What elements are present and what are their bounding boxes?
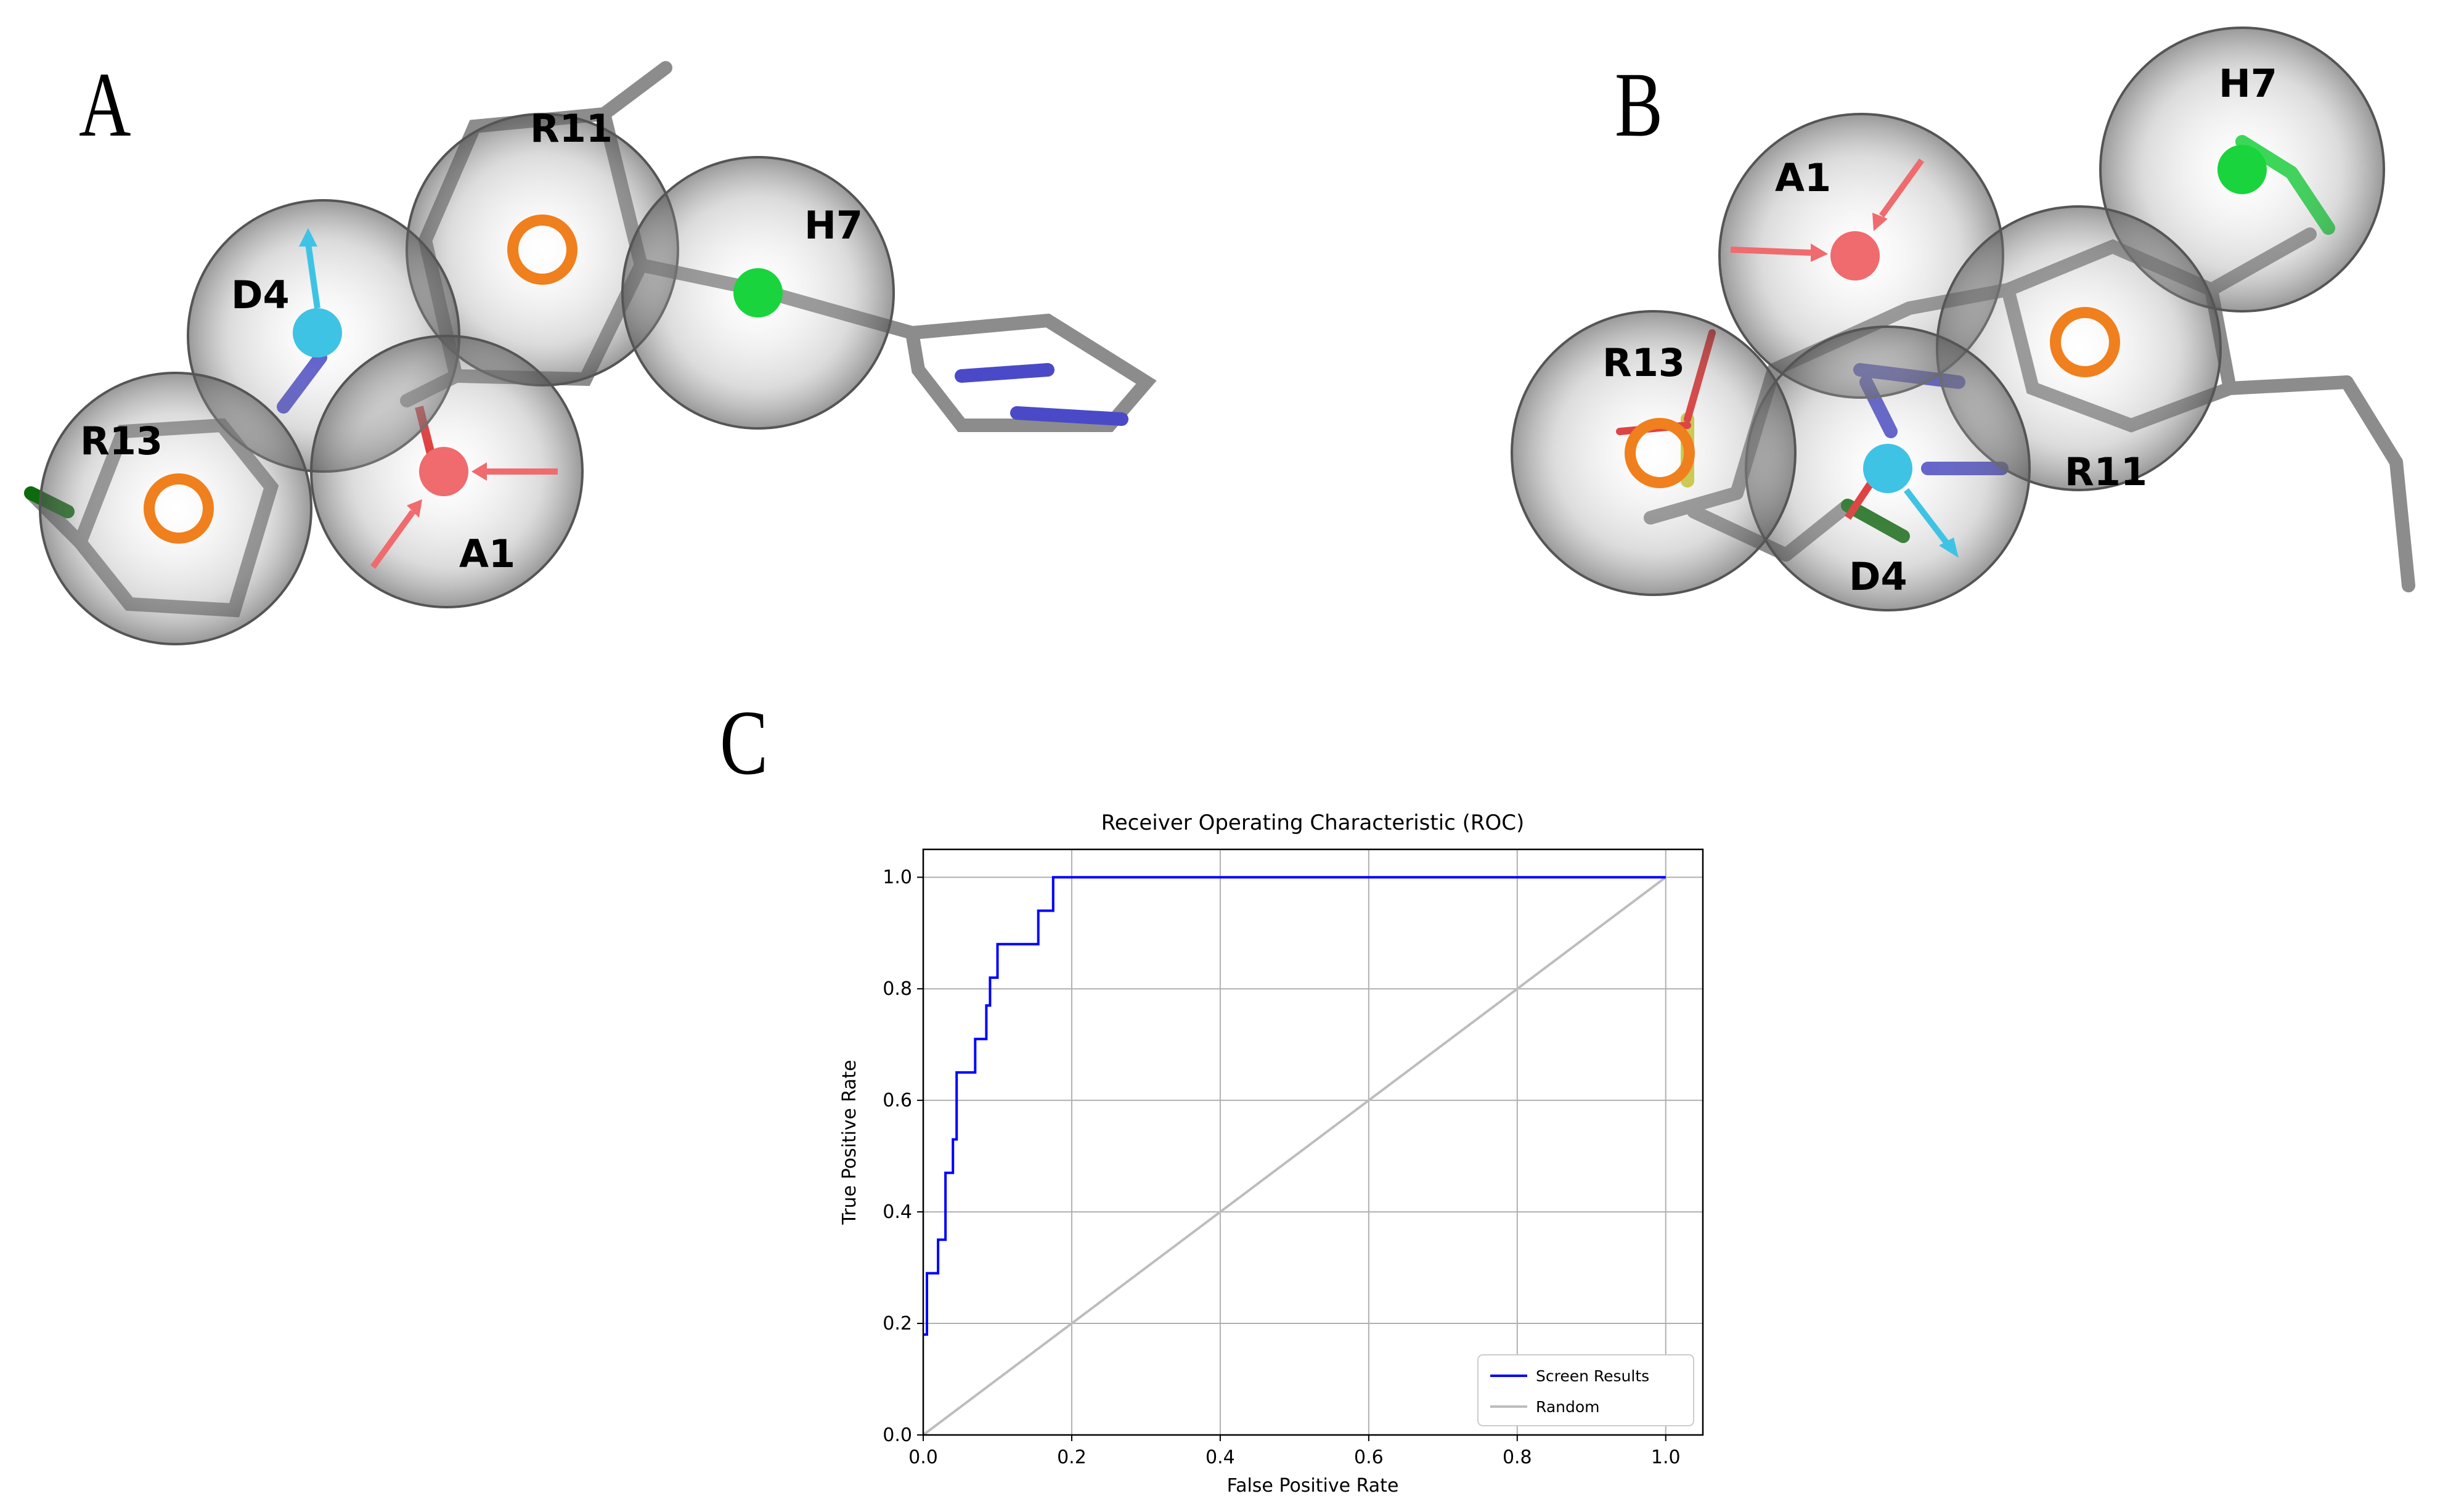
- acceptor-vector-2-b: [1879, 158, 1925, 218]
- pharmacophore-model-a: [24, 61, 1157, 645]
- panel-letter-b: B: [1615, 54, 1663, 156]
- label-d4-a: D4: [231, 272, 290, 317]
- acceptor-vector-2-a: [370, 510, 416, 569]
- donor-feature-d4-b: [1863, 444, 1912, 493]
- sphere-r13-b: [1511, 310, 1797, 596]
- label-r13-a: R13: [80, 419, 163, 464]
- label-a1-a: A1: [459, 531, 516, 576]
- ring-feature-r11-a: [507, 215, 577, 285]
- x-tick-label: 0.2: [1057, 1447, 1087, 1468]
- legend: Screen Results Random: [1477, 1354, 1694, 1426]
- y-axis-label: True Positive Rate: [839, 1060, 860, 1225]
- donor-feature-d4-a: [293, 308, 342, 358]
- tick-layer: 0.0 0.2 0.4 0.6 0.8 1.0 0.0 0.2 0.4 0.6 0.8 1.0: [883, 867, 1680, 1468]
- donor-arrow-head-b: [1939, 537, 1959, 558]
- ring-feature-r13-b: [1625, 418, 1695, 488]
- panel-letter-c: C: [720, 692, 769, 794]
- ring-feature-r11-b: [2050, 307, 2120, 377]
- label-r11-b: R11: [2065, 449, 2148, 494]
- ring-feature-r13-a: [144, 473, 214, 544]
- label-a1-b: A1: [1775, 155, 1832, 200]
- y-tick-label: 0.0: [883, 1424, 912, 1446]
- y-tick-label: 0.4: [883, 1201, 912, 1223]
- x-tick-label: 0.8: [1503, 1447, 1532, 1468]
- y-tick-label: 0.6: [883, 1090, 912, 1111]
- roc-chart: Receiver Operating Characteristic (ROC) …: [839, 811, 1704, 1497]
- acceptor-arrow-head-1-a: [471, 462, 487, 481]
- y-tick-label: 0.8: [883, 978, 912, 1000]
- hydrophobe-feature-h7-b: [2217, 145, 2267, 194]
- y-tick-label: 1.0: [883, 867, 912, 888]
- plot-frame: [922, 848, 1704, 1436]
- x-axis-label: False Positive Rate: [1227, 1475, 1399, 1497]
- sphere-r13-a: [39, 372, 312, 645]
- acceptor-vector-1-b: [1730, 247, 1811, 256]
- label-r11-a: R11: [530, 106, 613, 151]
- legend-label-screen-results: Screen Results: [1536, 1367, 1649, 1385]
- acceptor-feature-a1-a: [419, 447, 468, 496]
- legend-label-random: Random: [1536, 1398, 1600, 1416]
- label-d4-b: D4: [1849, 554, 1907, 599]
- acceptor-arrow-head-1-b: [1811, 243, 1828, 262]
- hydrophobe-feature-h7-a: [733, 268, 783, 317]
- series-layer: [922, 876, 1667, 1436]
- acceptor-arrow-head-2-a: [407, 499, 422, 518]
- legend-box: [1477, 1354, 1694, 1426]
- acceptor-feature-a1-b: [1830, 231, 1880, 280]
- donor-vector-b: [1904, 488, 1949, 545]
- chart-title: Receiver Operating Characteristic (ROC): [1101, 811, 1525, 835]
- donor-arrow-head-a: [299, 228, 317, 247]
- y-tick-label: 0.2: [883, 1313, 912, 1334]
- panel-letter-a: A: [79, 54, 131, 156]
- pharmacophore-model-b: [1511, 27, 2415, 611]
- series-line-random: [922, 876, 1667, 1436]
- donor-vector-a: [305, 243, 320, 309]
- label-r13-b: R13: [1602, 340, 1686, 385]
- x-tick-label: 0.4: [1205, 1447, 1235, 1468]
- x-tick-label: 0.0: [908, 1447, 938, 1468]
- x-tick-label: 1.0: [1651, 1447, 1681, 1468]
- label-h7-b: H7: [2219, 61, 2278, 106]
- label-h7-a: H7: [804, 203, 863, 248]
- acceptor-arrow-head-2-b: [1872, 213, 1888, 231]
- x-tick-label: 0.6: [1354, 1447, 1384, 1468]
- series-line-screen-results: [923, 876, 1666, 1336]
